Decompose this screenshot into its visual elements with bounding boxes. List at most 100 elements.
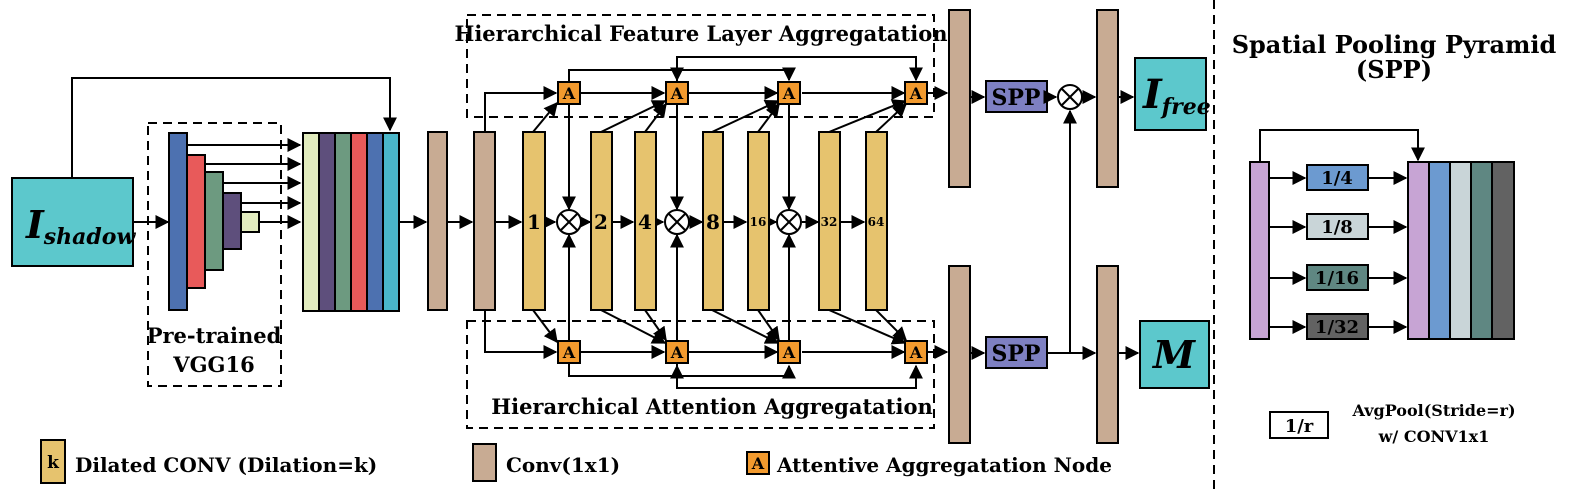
pool-box-1-8 (1306, 213, 1369, 240)
attention-node (777, 340, 801, 364)
attention-node-label: A (670, 343, 684, 362)
pyramid-skip-arrow (1259, 129, 1425, 162)
branch-line (875, 103, 908, 133)
conv1x1-block (948, 265, 971, 444)
attention-node-label: A (909, 343, 923, 362)
dilated-conv-16 (747, 131, 770, 311)
conv1x1-block (427, 131, 448, 311)
skip-line (677, 364, 796, 379)
dilation-label-4: 4 (638, 210, 652, 234)
attention-node (665, 340, 689, 364)
dilation-label-2: 2 (594, 210, 608, 234)
dilated-conv-2 (590, 131, 613, 311)
dilated-conv-4 (634, 131, 657, 311)
pool-label: 1/4 (1321, 168, 1353, 189)
multiply-circle-output (1057, 84, 1083, 110)
branch-line (532, 101, 558, 133)
pyramid-output-layer (1449, 161, 1472, 340)
hfla-group-outline (466, 14, 935, 118)
legend-conv-text: Conv(1x1) (506, 453, 620, 477)
flow-line (484, 86, 558, 132)
dilated-conv-64 (865, 131, 888, 311)
skip-line (568, 67, 684, 82)
input-shadow-label: Ishadow (25, 202, 136, 250)
attention-node-label: A (782, 343, 796, 362)
vgg-layer (168, 132, 188, 311)
skip-line (677, 67, 796, 82)
dilation-label-32: 32 (821, 215, 838, 229)
pyramid-legend-key (1269, 411, 1329, 439)
vgg-label-line1: Pre-trained (147, 323, 282, 348)
branch-line (757, 102, 780, 133)
spp-box-top (985, 80, 1048, 113)
multiply-circle (556, 209, 582, 235)
concat-layer (366, 132, 384, 312)
pyramid-output-layer (1491, 161, 1515, 340)
attention-node-label: A (562, 343, 576, 362)
pyramid-title-line1: Spatial Pooling Pyramid (1232, 30, 1557, 59)
concat-layer (302, 132, 320, 312)
legend-conv-swatch (472, 443, 497, 482)
pool-box-1-4 (1306, 164, 1369, 191)
dilation-label-64: 64 (868, 215, 885, 229)
pool-label: 1/8 (1321, 217, 1353, 238)
pyramid-legend-key-text: 1/r (1285, 416, 1314, 437)
spp-box-bottom (985, 336, 1048, 369)
attention-node (777, 81, 801, 105)
dilation-label-16: 16 (750, 215, 767, 229)
attention-node-label: A (562, 84, 576, 103)
branch-line (757, 309, 780, 342)
branch-line (532, 309, 558, 344)
input-skip-arrow (71, 77, 397, 178)
pyramid-legend-line2: w/ CONV1x1 (1378, 427, 1490, 446)
dilated-conv-8 (702, 131, 724, 311)
branch-line (644, 102, 667, 133)
dilation-label-8: 8 (706, 210, 720, 234)
attention-node (665, 81, 689, 105)
pyramid-output-layer (1470, 161, 1493, 340)
output-mask-box (1139, 320, 1210, 389)
branch-line (644, 309, 667, 342)
haa-group-outline (466, 320, 935, 429)
pyramid-output-layer (1407, 161, 1430, 340)
legend-dilated-swatch (40, 439, 66, 484)
output-mask-label: M (1151, 332, 1196, 377)
concat-layer (382, 132, 400, 312)
pyramid-input (1249, 161, 1270, 340)
dilation-label-1: 1 (527, 210, 541, 234)
hfla-title: Hierarchical Feature Layer Aggregatation (454, 21, 947, 46)
pool-label: 1/32 (1315, 317, 1359, 338)
pyramid-title-line2: (SPP) (1356, 55, 1432, 84)
branch-line (875, 309, 907, 341)
vgg-label-line2: VGG16 (172, 352, 254, 377)
concat-layer (350, 132, 368, 312)
input-shadow-box (11, 177, 134, 267)
concat-layer (334, 132, 352, 312)
multiply-circle (664, 209, 690, 235)
legend-node-key: A (751, 454, 765, 473)
conv1x1-block (948, 9, 971, 188)
attention-node-label: A (670, 84, 684, 103)
legend-dilated-text: Dilated CONV (Dilation=k) (75, 453, 377, 477)
pyramid-legend-line1: AvgPool(Stride=r) (1351, 401, 1515, 420)
branch-line (711, 309, 780, 344)
spp-label-bottom: SPP (992, 341, 1041, 367)
legend-dilated-key: k (47, 453, 60, 473)
pyramid-output-layer (1428, 161, 1451, 340)
conv1x1-block (473, 131, 496, 311)
attention-node (557, 81, 581, 105)
haa-title: Hierarchical Attention Aggregatation (491, 394, 932, 419)
vgg-layer (222, 192, 242, 250)
skip-line (568, 364, 684, 379)
dilated-conv-32 (818, 131, 841, 311)
attention-node-label: A (782, 84, 796, 103)
flow-line (484, 310, 558, 359)
output-free-label: Ifree (1142, 71, 1211, 120)
dilated-conv-1 (522, 131, 546, 311)
concat-layer (318, 132, 336, 312)
legend-node-text: Attentive Aggregatation Node (776, 453, 1112, 477)
output-free-box (1134, 57, 1207, 131)
multiply-circle (776, 209, 802, 235)
attention-node-label: A (909, 84, 923, 103)
